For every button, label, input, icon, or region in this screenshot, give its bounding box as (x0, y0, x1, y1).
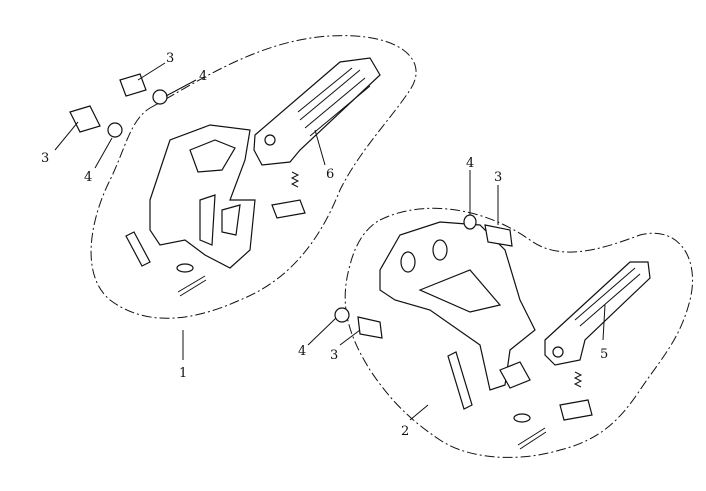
callout-4: 4 (466, 156, 474, 171)
callout-3: 3 (330, 348, 338, 363)
callout-5: 5 (600, 347, 608, 362)
callout-2: 2 (401, 424, 409, 439)
callout-4: 4 (298, 344, 306, 359)
callout-4: 4 (199, 69, 207, 84)
callout-3: 3 (166, 51, 174, 66)
footpeg-grip-pattern (297, 67, 371, 137)
assembly-1-outline (90, 35, 417, 319)
callout-3: 3 (41, 151, 49, 166)
callout-3: 3 (494, 170, 502, 185)
leader-lines (54, 62, 606, 421)
assembly-2-outline (344, 207, 694, 458)
left-footpeg (253, 57, 381, 166)
callout-6: 6 (326, 167, 334, 182)
bolt-left (69, 105, 101, 133)
callout-4: 4 (84, 170, 92, 185)
callout-1: 1 (179, 366, 187, 381)
